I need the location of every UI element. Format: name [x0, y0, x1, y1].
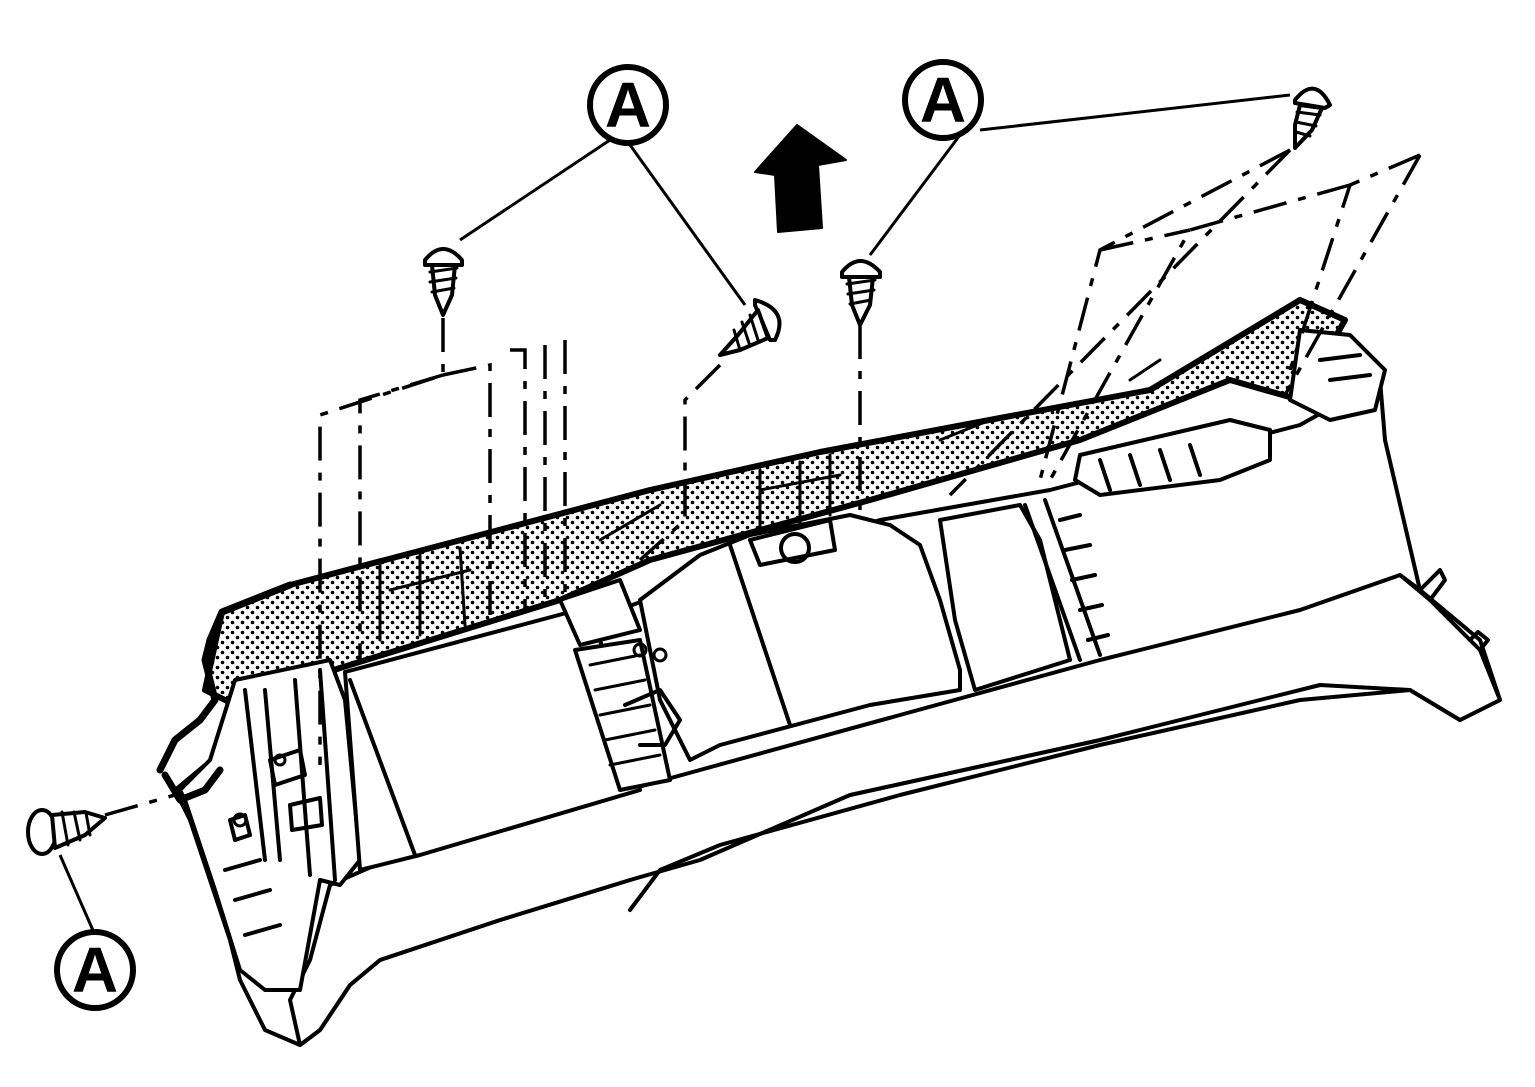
glovebox-interior — [343, 578, 642, 872]
callout-label: A — [72, 934, 118, 1006]
callout-a-top-right: A — [902, 59, 984, 141]
center-duct — [573, 498, 1110, 792]
callout-a-top-left: A — [587, 64, 669, 146]
leader-lines — [58, 93, 1291, 936]
screw-angled-icon — [718, 298, 782, 357]
right-bracket — [1073, 328, 1387, 497]
screw-left-icon — [26, 808, 107, 856]
left-bracket — [161, 658, 362, 992]
callout-a-bottom-left: A — [54, 929, 136, 1011]
callout-label: A — [605, 69, 651, 141]
guide-lines — [104, 148, 1422, 817]
screw-top-left-icon — [423, 247, 464, 317]
callout-label: A — [920, 64, 966, 136]
screw-top-center-icon — [840, 259, 882, 327]
screw-top-right-icon — [1293, 86, 1332, 150]
arrow-up-icon — [754, 124, 847, 233]
